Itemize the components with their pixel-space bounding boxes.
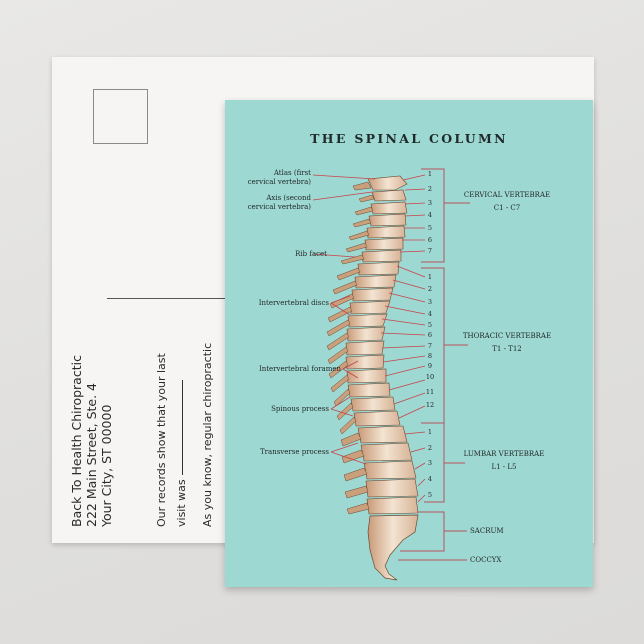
stamp-placeholder-box bbox=[93, 89, 148, 144]
group-thoracic-range: T1 - T12 bbox=[492, 345, 522, 353]
cervical-number: 3 bbox=[427, 199, 433, 207]
cervical-number: 6 bbox=[427, 236, 433, 244]
thoracic-number: 2 bbox=[427, 285, 433, 293]
label-atlas: Atlas (first cervical vertebra) bbox=[248, 169, 311, 186]
thoracic-number: 10 bbox=[425, 373, 435, 381]
group-lumbar: LUMBAR VERTEBRAE L1 - L5 bbox=[444, 448, 564, 474]
label-intervertebral-discs: Intervertebral discs bbox=[258, 299, 329, 307]
message-line-1: Our records show that your last bbox=[155, 353, 168, 527]
last-visit-blank bbox=[181, 380, 183, 476]
message-line-2-wrap: visit was bbox=[172, 353, 192, 527]
group-coccyx: COCCYX bbox=[470, 556, 502, 564]
sacrum-shape bbox=[367, 514, 419, 581]
thoracic-number: 12 bbox=[425, 401, 435, 409]
cervical-number: 2 bbox=[427, 185, 433, 193]
label-axis-line2: cervical vertebra) bbox=[247, 202, 311, 211]
thoracic-number: 4 bbox=[427, 310, 433, 318]
lumbar-number: 5 bbox=[427, 491, 433, 499]
spine-illustration bbox=[326, 175, 419, 581]
thoracic-number: 8 bbox=[427, 352, 433, 360]
cervical-number: 1 bbox=[427, 170, 433, 178]
lumbar-number: 3 bbox=[427, 459, 433, 467]
cervical-number: 5 bbox=[427, 224, 433, 232]
group-sacrum: SACRUM bbox=[470, 527, 504, 535]
postcard-front: THE SPINAL COLUMN bbox=[225, 100, 593, 587]
cervical-number: 7 bbox=[427, 247, 433, 255]
group-cervical: CERVICAL VERTEBRAE C1 - C7 bbox=[447, 189, 567, 215]
label-spinous-process: Spinous process bbox=[271, 405, 329, 413]
leader-lines bbox=[312, 174, 426, 503]
lumbar-number: 1 bbox=[427, 428, 433, 436]
address-line-2: 222 Main Street, Ste. 4 bbox=[84, 382, 99, 527]
label-transverse-process: Transverse process bbox=[260, 448, 329, 456]
thoracic-number: 7 bbox=[427, 342, 433, 350]
message-line-2: visit was bbox=[175, 479, 188, 527]
label-axis: Axis (second cervical vertebra) bbox=[248, 194, 311, 211]
group-brackets bbox=[398, 168, 470, 561]
lumbar-number: 4 bbox=[427, 475, 433, 483]
message-text: Our records show that your last visit wa… bbox=[152, 353, 192, 527]
thoracic-number: 9 bbox=[427, 362, 433, 370]
group-thoracic-name: THORACIC VERTEBRAE bbox=[462, 332, 552, 340]
group-lumbar-name: LUMBAR VERTEBRAE bbox=[463, 450, 545, 458]
thoracic-number: 6 bbox=[427, 331, 433, 339]
page-title: THE SPINAL COLUMN bbox=[310, 131, 508, 146]
group-cervical-name: CERVICAL VERTEBRAE bbox=[463, 191, 551, 199]
group-lumbar-range: L1 - L5 bbox=[491, 463, 517, 471]
lumbar-number: 2 bbox=[427, 444, 433, 452]
group-cervical-range: C1 - C7 bbox=[493, 204, 521, 212]
label-axis-line1: Axis (second bbox=[266, 194, 311, 202]
group-thoracic: THORACIC VERTEBRAE T1 - T12 bbox=[447, 330, 567, 356]
label-intervertebral-foramen: Intervertebral foramen bbox=[258, 365, 341, 373]
thoracic-number: 1 bbox=[427, 273, 433, 281]
message-line-3: As you know, regular chiropractic bbox=[201, 342, 214, 527]
return-address: Back To Health Chiropractic 222 Main Str… bbox=[69, 355, 114, 527]
address-line-1: Back To Health Chiropractic bbox=[69, 355, 84, 527]
address-line-3: Your City, ST 00000 bbox=[99, 404, 114, 527]
thoracic-number: 11 bbox=[425, 388, 435, 396]
label-atlas-line1: Atlas (first bbox=[273, 169, 311, 177]
thoracic-number: 5 bbox=[427, 321, 433, 329]
spine-diagram bbox=[312, 168, 470, 581]
thoracic-number: 3 bbox=[427, 298, 433, 306]
label-atlas-line2: cervical vertebra) bbox=[247, 177, 311, 186]
address-divider-line bbox=[107, 298, 227, 299]
label-rib-facet: Rib facet bbox=[295, 250, 327, 258]
cervical-number: 4 bbox=[427, 211, 433, 219]
